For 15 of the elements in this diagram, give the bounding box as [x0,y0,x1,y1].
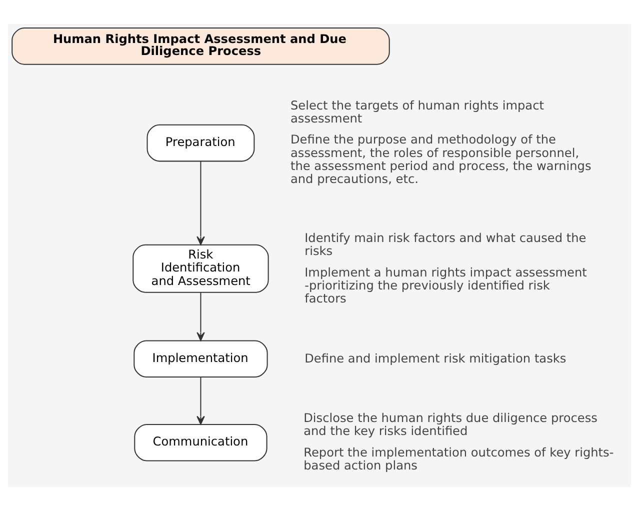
node-label: Define the purpose and methodology of the assessment, the roles of responsible personnel, the assessment period and process, the warnings and precautions, etc. [290,132,592,186]
node-box: Communication [134,424,268,462]
arrow [196,161,205,246]
node-label: Disclose the human rights due diligence process and the key risks identified [304,411,598,438]
node-label: Select the targets of human rights impact assessment [290,98,544,126]
node-box: Human Rights Impact Assessment and Due Diligence Process [12,28,390,65]
arrow [196,292,205,342]
node-label: Define and implement risk mitigation tasks [304,352,566,366]
node-label: Implement a human rights impact assessment -prioritizing the previously identified risk factors [304,265,587,306]
node-label: Report the implementation outcomes of key rights-based action plans [304,445,614,472]
node-box: Risk Identification and Assessment [132,244,269,293]
node-label: Identify main risk factors and what caused the risks [304,230,586,258]
node-box: Implementation [134,340,268,378]
arrow [196,377,205,425]
node-box: Preparation [146,124,255,162]
